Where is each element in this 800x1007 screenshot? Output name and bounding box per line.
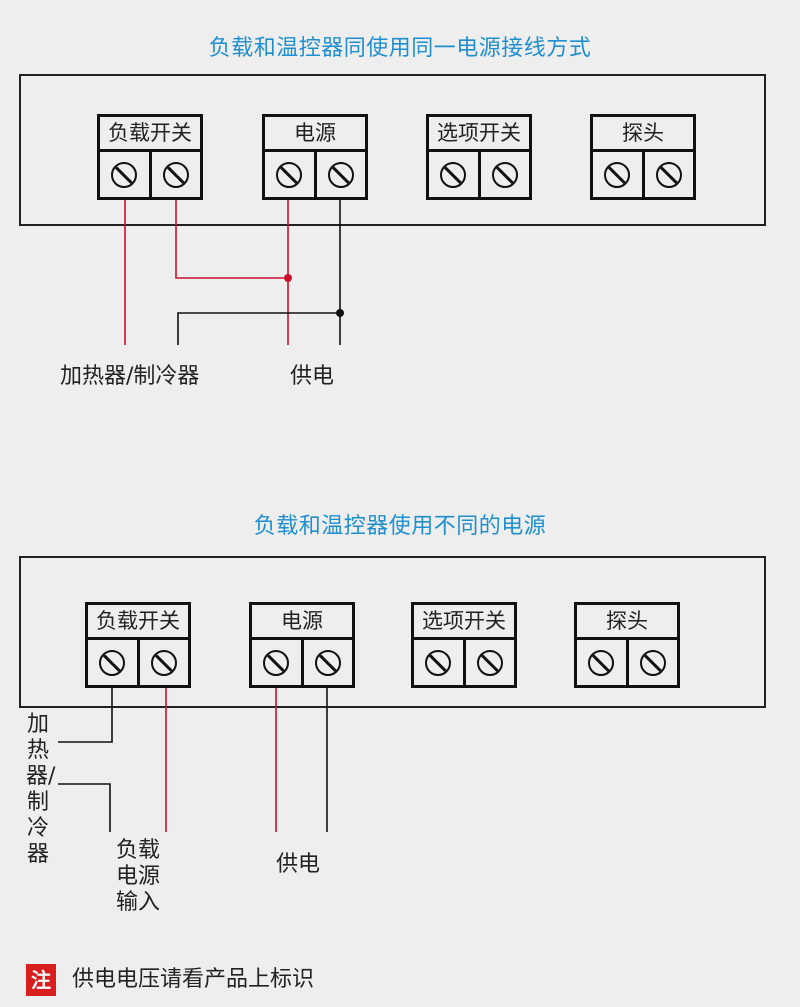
terminal-block-option-switch-1: 选项开关: [426, 114, 532, 200]
terminal-label: 探头: [577, 605, 677, 640]
terminal-label: 负载开关: [88, 605, 188, 640]
terminal-block-power-2: 电源: [249, 602, 355, 688]
screw-terminal-icon: [111, 161, 138, 188]
terminal-block-option-switch-2: 选项开关: [411, 602, 517, 688]
load-power-input-label: 负载电源输入: [115, 838, 160, 915]
screw-terminal-icon: [639, 649, 666, 676]
screw-terminal-icon: [150, 649, 177, 676]
controller-panel-1: [19, 74, 766, 226]
terminal-block-load-switch-2: 负载开关: [85, 602, 191, 688]
wire-black: [58, 783, 111, 832]
note-text: 供电电压请看产品上标识: [72, 967, 315, 992]
screw-terminal-icon: [314, 649, 341, 676]
terminal-block-probe-1: 探头: [590, 114, 696, 200]
wire-red: [175, 200, 288, 279]
terminal-block-probe-2: 探头: [574, 602, 680, 688]
controller-panel-2: [19, 556, 766, 708]
note-badge: 注: [26, 964, 56, 996]
terminal-block-power-1: 电源: [262, 114, 368, 200]
power-supply-label-1: 供电: [290, 364, 335, 389]
diagram1-title: 负载和温控器同使用同一电源接线方式: [208, 36, 592, 61]
junction-dot-red: [284, 274, 292, 282]
terminal-block-load-switch-1: 负载开关: [97, 114, 203, 200]
diagram2-title: 负载和温控器使用不同的电源: [253, 514, 547, 539]
terminal-label: 负载开关: [100, 117, 200, 152]
terminal-label: 电源: [265, 117, 365, 152]
screw-terminal-icon: [327, 161, 354, 188]
screw-terminal-icon: [655, 161, 682, 188]
junction-dot-black: [336, 309, 344, 317]
screw-terminal-icon: [604, 161, 631, 188]
terminal-label: 探头: [593, 117, 693, 152]
screw-terminal-icon: [440, 161, 467, 188]
terminal-label: 选项开关: [429, 117, 529, 152]
terminal-label: 电源: [252, 605, 352, 640]
screw-terminal-icon: [425, 649, 452, 676]
terminal-label: 选项开关: [414, 605, 514, 640]
screw-terminal-icon: [263, 649, 290, 676]
screw-terminal-icon: [162, 161, 189, 188]
power-supply-label-2: 供电: [276, 852, 321, 877]
screw-terminal-icon: [588, 649, 615, 676]
wire-black: [58, 688, 113, 743]
heater-cooler-label-1: 加热器/制冷器: [60, 364, 200, 389]
screw-terminal-icon: [491, 161, 518, 188]
screw-terminal-icon: [276, 161, 303, 188]
screw-terminal-icon: [99, 649, 126, 676]
screw-terminal-icon: [476, 649, 503, 676]
wire-black: [177, 312, 340, 345]
heater-cooler-label-2: 加热器/制冷器: [26, 712, 56, 867]
